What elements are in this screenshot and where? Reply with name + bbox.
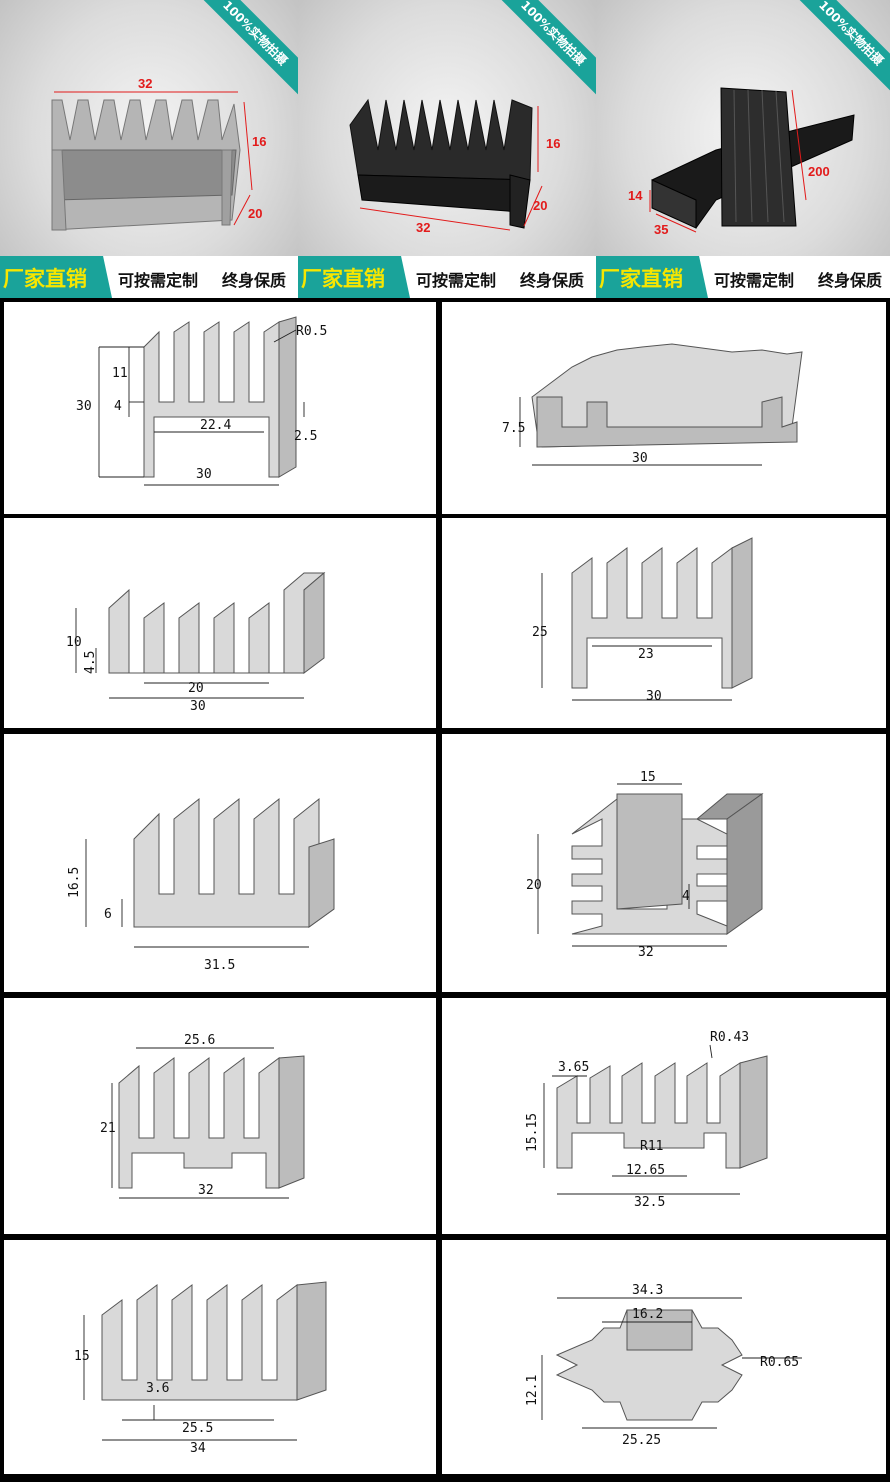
dim-label: 30	[76, 399, 92, 414]
dim-label: 25.25	[622, 1433, 661, 1448]
dim-label: 30	[632, 451, 648, 466]
dim-label: 20	[188, 681, 204, 696]
drawing-cell-5: 16.5 6 31.5	[4, 734, 436, 992]
custom-label: 可按需定制	[118, 271, 199, 290]
drawing-cell-8: R0.43 3.65 15.15 R11 12.65 32.5	[442, 998, 886, 1234]
drawing-10: 34.3 16.2 R0.65 12.1 25.25	[525, 1283, 802, 1448]
dim-label: 25	[532, 625, 548, 640]
dim-label: R0.65	[760, 1355, 799, 1370]
dim-label: 34.3	[632, 1283, 663, 1298]
photo-dim-label: 200	[808, 164, 830, 179]
dim-label: 32.5	[634, 1195, 665, 1210]
drawing-2: 7.5 30	[502, 343, 803, 466]
drawing-cell-2: 7.5 30	[442, 302, 886, 514]
photo-dim-label: 32	[416, 220, 430, 235]
custom-label: 可按需定制	[416, 271, 497, 290]
dim-label: 30	[196, 467, 212, 482]
photo-dim-label: 16	[546, 136, 560, 151]
factory-direct-label: 厂家直销	[599, 267, 683, 291]
drawing-4: 25 23 30	[532, 537, 753, 704]
dim-label: 23	[638, 647, 654, 662]
factory-direct-label: 厂家直销	[3, 267, 87, 291]
drawing-7: 25.6 21 32	[100, 1033, 305, 1199]
dim-label: 16.5	[67, 867, 82, 898]
drawing-6: 15 20 4 32	[526, 770, 764, 960]
dim-label: 30	[190, 699, 206, 714]
dim-label: 3.6	[146, 1381, 169, 1396]
dim-label: 22.4	[200, 418, 231, 433]
product-photo-silver: 32 16 20 100%实物拍摄	[0, 0, 298, 298]
dim-label: 31.5	[204, 958, 235, 973]
photo-dim-label: 35	[654, 222, 668, 237]
drawing-1: R0.5 11 30 4 22.4 2.5 30	[76, 316, 327, 486]
product-photo-strip: 32 16 20 100%实物拍摄 32 16 20 100%实物拍摄	[0, 0, 890, 298]
dim-label: 34	[190, 1441, 206, 1456]
dim-label: 15	[74, 1349, 90, 1364]
dim-label: 25.5	[182, 1421, 213, 1436]
drawing-cell-3: 10 4.5 20 30	[4, 518, 436, 728]
photo-dim-label: 20	[533, 198, 547, 213]
silver-heatsink-image: 32 16 20	[51, 76, 266, 231]
dim-label: 10	[66, 635, 82, 650]
warranty-label: 终身保质	[520, 271, 585, 290]
dim-label: R11	[640, 1139, 663, 1154]
dim-label: 32	[638, 945, 654, 960]
photo-dim-label: 20	[248, 206, 262, 221]
product-photo-long: 14 35 200 100%实物拍摄	[596, 0, 890, 298]
drawing-cell-10: 34.3 16.2 R0.65 12.1 25.25	[442, 1240, 886, 1474]
custom-label: 可按需定制	[714, 271, 795, 290]
dim-label: 32	[198, 1183, 214, 1198]
black-heatsink-image: 32 16 20	[349, 98, 560, 235]
drawing-cell-7: 25.6 21 32	[4, 998, 436, 1234]
dim-label: 15	[640, 770, 656, 785]
warranty-label: 终身保质	[222, 271, 287, 290]
factory-direct-label: 厂家直销	[301, 267, 385, 291]
dim-label: 20	[526, 878, 542, 893]
dim-label: 15.15	[525, 1113, 540, 1152]
drawing-cell-4: 25 23 30	[442, 518, 886, 728]
dim-label: 12.1	[525, 1375, 540, 1406]
warranty-label: 终身保质	[818, 271, 883, 290]
dim-label: 2.5	[294, 429, 317, 444]
dim-label: R0.43	[710, 1030, 749, 1045]
photo-dim-label: 16	[252, 134, 266, 149]
drawing-cell-9: 15 3.6 25.5 34	[4, 1240, 436, 1474]
dim-label: 4.5	[83, 651, 98, 674]
dim-label: 11	[112, 366, 128, 381]
photo-dim-label: 14	[628, 188, 643, 203]
photo-dim-label: 32	[138, 76, 152, 91]
dim-label: 25.6	[184, 1033, 215, 1048]
dim-label: 7.5	[502, 421, 525, 436]
dim-label: 21	[100, 1121, 116, 1136]
dim-label: 16.2	[632, 1307, 663, 1322]
drawing-cell-6: 15 20 4 32	[442, 734, 886, 992]
dim-label: 4	[114, 399, 122, 414]
drawing-9: 15 3.6 25.5 34	[74, 1281, 327, 1456]
banner-strip: 厂家直销 可按需定制 终身保质	[298, 256, 596, 298]
dim-label: 6	[104, 907, 112, 922]
dim-label: 30	[646, 689, 662, 704]
dim-label: 12.65	[626, 1163, 665, 1178]
drawing-3: 10 4.5 20 30	[66, 571, 326, 714]
banner-strip: 厂家直销 可按需定制 终身保质	[0, 256, 298, 298]
dim-label: 4	[682, 889, 690, 904]
banner-strip: 厂家直销 可按需定制 终身保质	[596, 256, 890, 298]
drawing-5: 16.5 6 31.5	[67, 797, 335, 973]
drawing-8: R0.43 3.65 15.15 R11 12.65 32.5	[525, 1030, 768, 1210]
long-heatsink-image: 14 35 200	[628, 87, 855, 237]
product-photo-black: 32 16 20 100%实物拍摄	[298, 0, 596, 298]
drawing-cell-1: R0.5 11 30 4 22.4 2.5 30	[4, 302, 436, 514]
dim-label: R0.5	[296, 324, 327, 339]
technical-drawing-grid: R0.5 11 30 4 22.4 2.5 30 7.5 30 10	[0, 298, 890, 1482]
dim-label: 3.65	[558, 1060, 589, 1075]
